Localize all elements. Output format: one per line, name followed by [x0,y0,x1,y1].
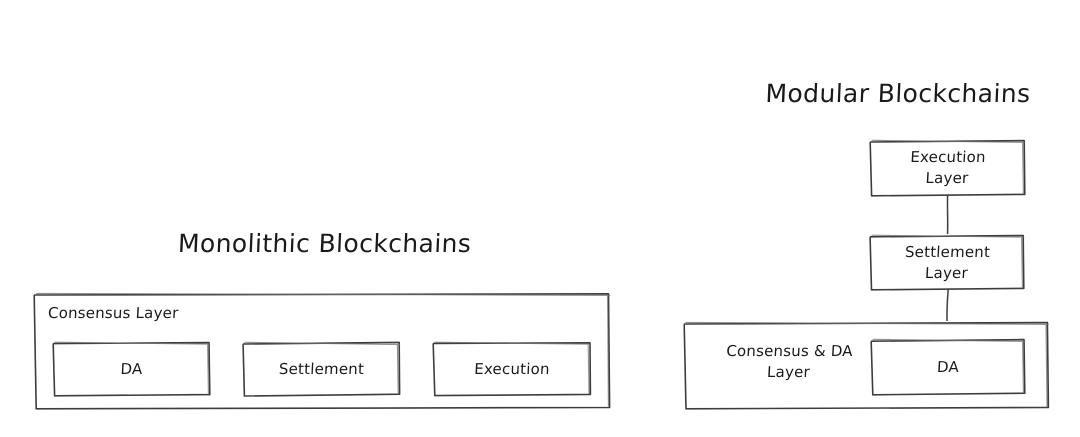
modular-box-da[interactable]: DA [870,338,1026,396]
modular-title: Modular Blockchains [764,79,1032,108]
modular-box-da-label: DA [936,357,960,376]
monolithic-box-da[interactable]: DA [52,341,211,397]
monolithic-box-execution-label: Execution [473,359,551,378]
monolithic-box-settlement[interactable]: Settlement [242,341,401,397]
monolithic-box-da-label: DA [120,359,143,378]
connector-settlement-to-consensus [946,288,949,325]
modular-box-settlement-layer-label: Settlement Layer [904,242,991,282]
monolithic-consensus-layer-label: Consensus Layer [47,304,179,322]
modular-box-execution-layer[interactable]: Execution Layer [869,139,1026,197]
monolithic-title: Monolithic Blockchains [177,229,472,258]
connector-execution-to-settlement [946,194,949,238]
monolithic-box-execution[interactable]: Execution [432,341,592,397]
modular-box-settlement-layer[interactable]: Settlement Layer [869,234,1025,291]
monolithic-box-settlement-label: Settlement [278,359,365,378]
modular-box-execution-layer-label: Execution Layer [909,148,987,187]
modular-consensus-da-layer-label: Consensus & DA Layer [725,342,854,381]
